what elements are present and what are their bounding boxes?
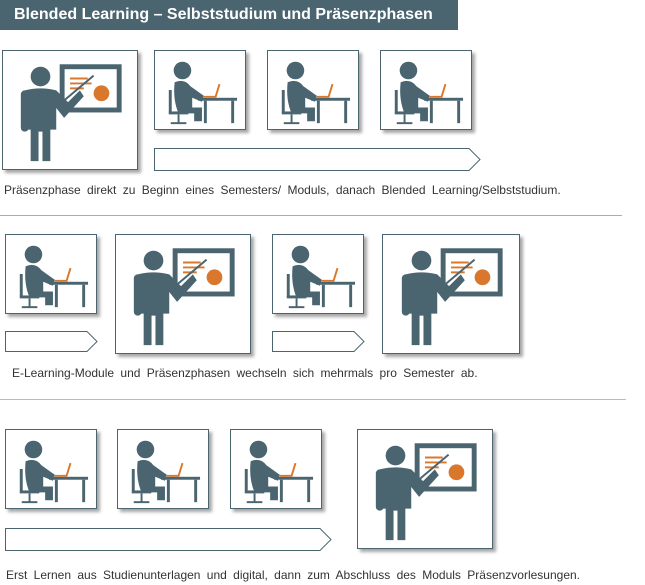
teacher-presentation-icon <box>382 234 520 354</box>
student-laptop-icon <box>267 50 359 130</box>
timeline-arrow-icon <box>5 528 332 551</box>
timeline-arrow-icon <box>272 331 365 352</box>
student-laptop-icon <box>5 429 97 509</box>
timeline-arrow-icon <box>154 148 481 171</box>
row-1-caption: Präsenzphase direkt zu Beginn eines Seme… <box>4 183 561 197</box>
student-laptop-icon <box>380 50 472 130</box>
teacher-presentation-icon <box>2 50 138 170</box>
student-laptop-icon <box>272 234 364 314</box>
divider <box>0 215 622 216</box>
teacher-presentation-icon <box>357 429 493 549</box>
page-title: Blended Learning – Selbststudium und Prä… <box>0 0 458 30</box>
student-laptop-icon <box>230 429 322 509</box>
student-laptop-icon <box>5 234 97 314</box>
teacher-presentation-icon <box>115 234 251 354</box>
row-2-caption: E-Learning-Module und Präsenzphasen wech… <box>12 366 478 380</box>
divider <box>0 399 626 400</box>
student-laptop-icon <box>117 429 209 509</box>
row-3-caption: Erst Lernen aus Studienunterlagen und di… <box>6 568 581 582</box>
student-laptop-icon <box>154 50 246 130</box>
timeline-arrow-icon <box>5 331 98 352</box>
